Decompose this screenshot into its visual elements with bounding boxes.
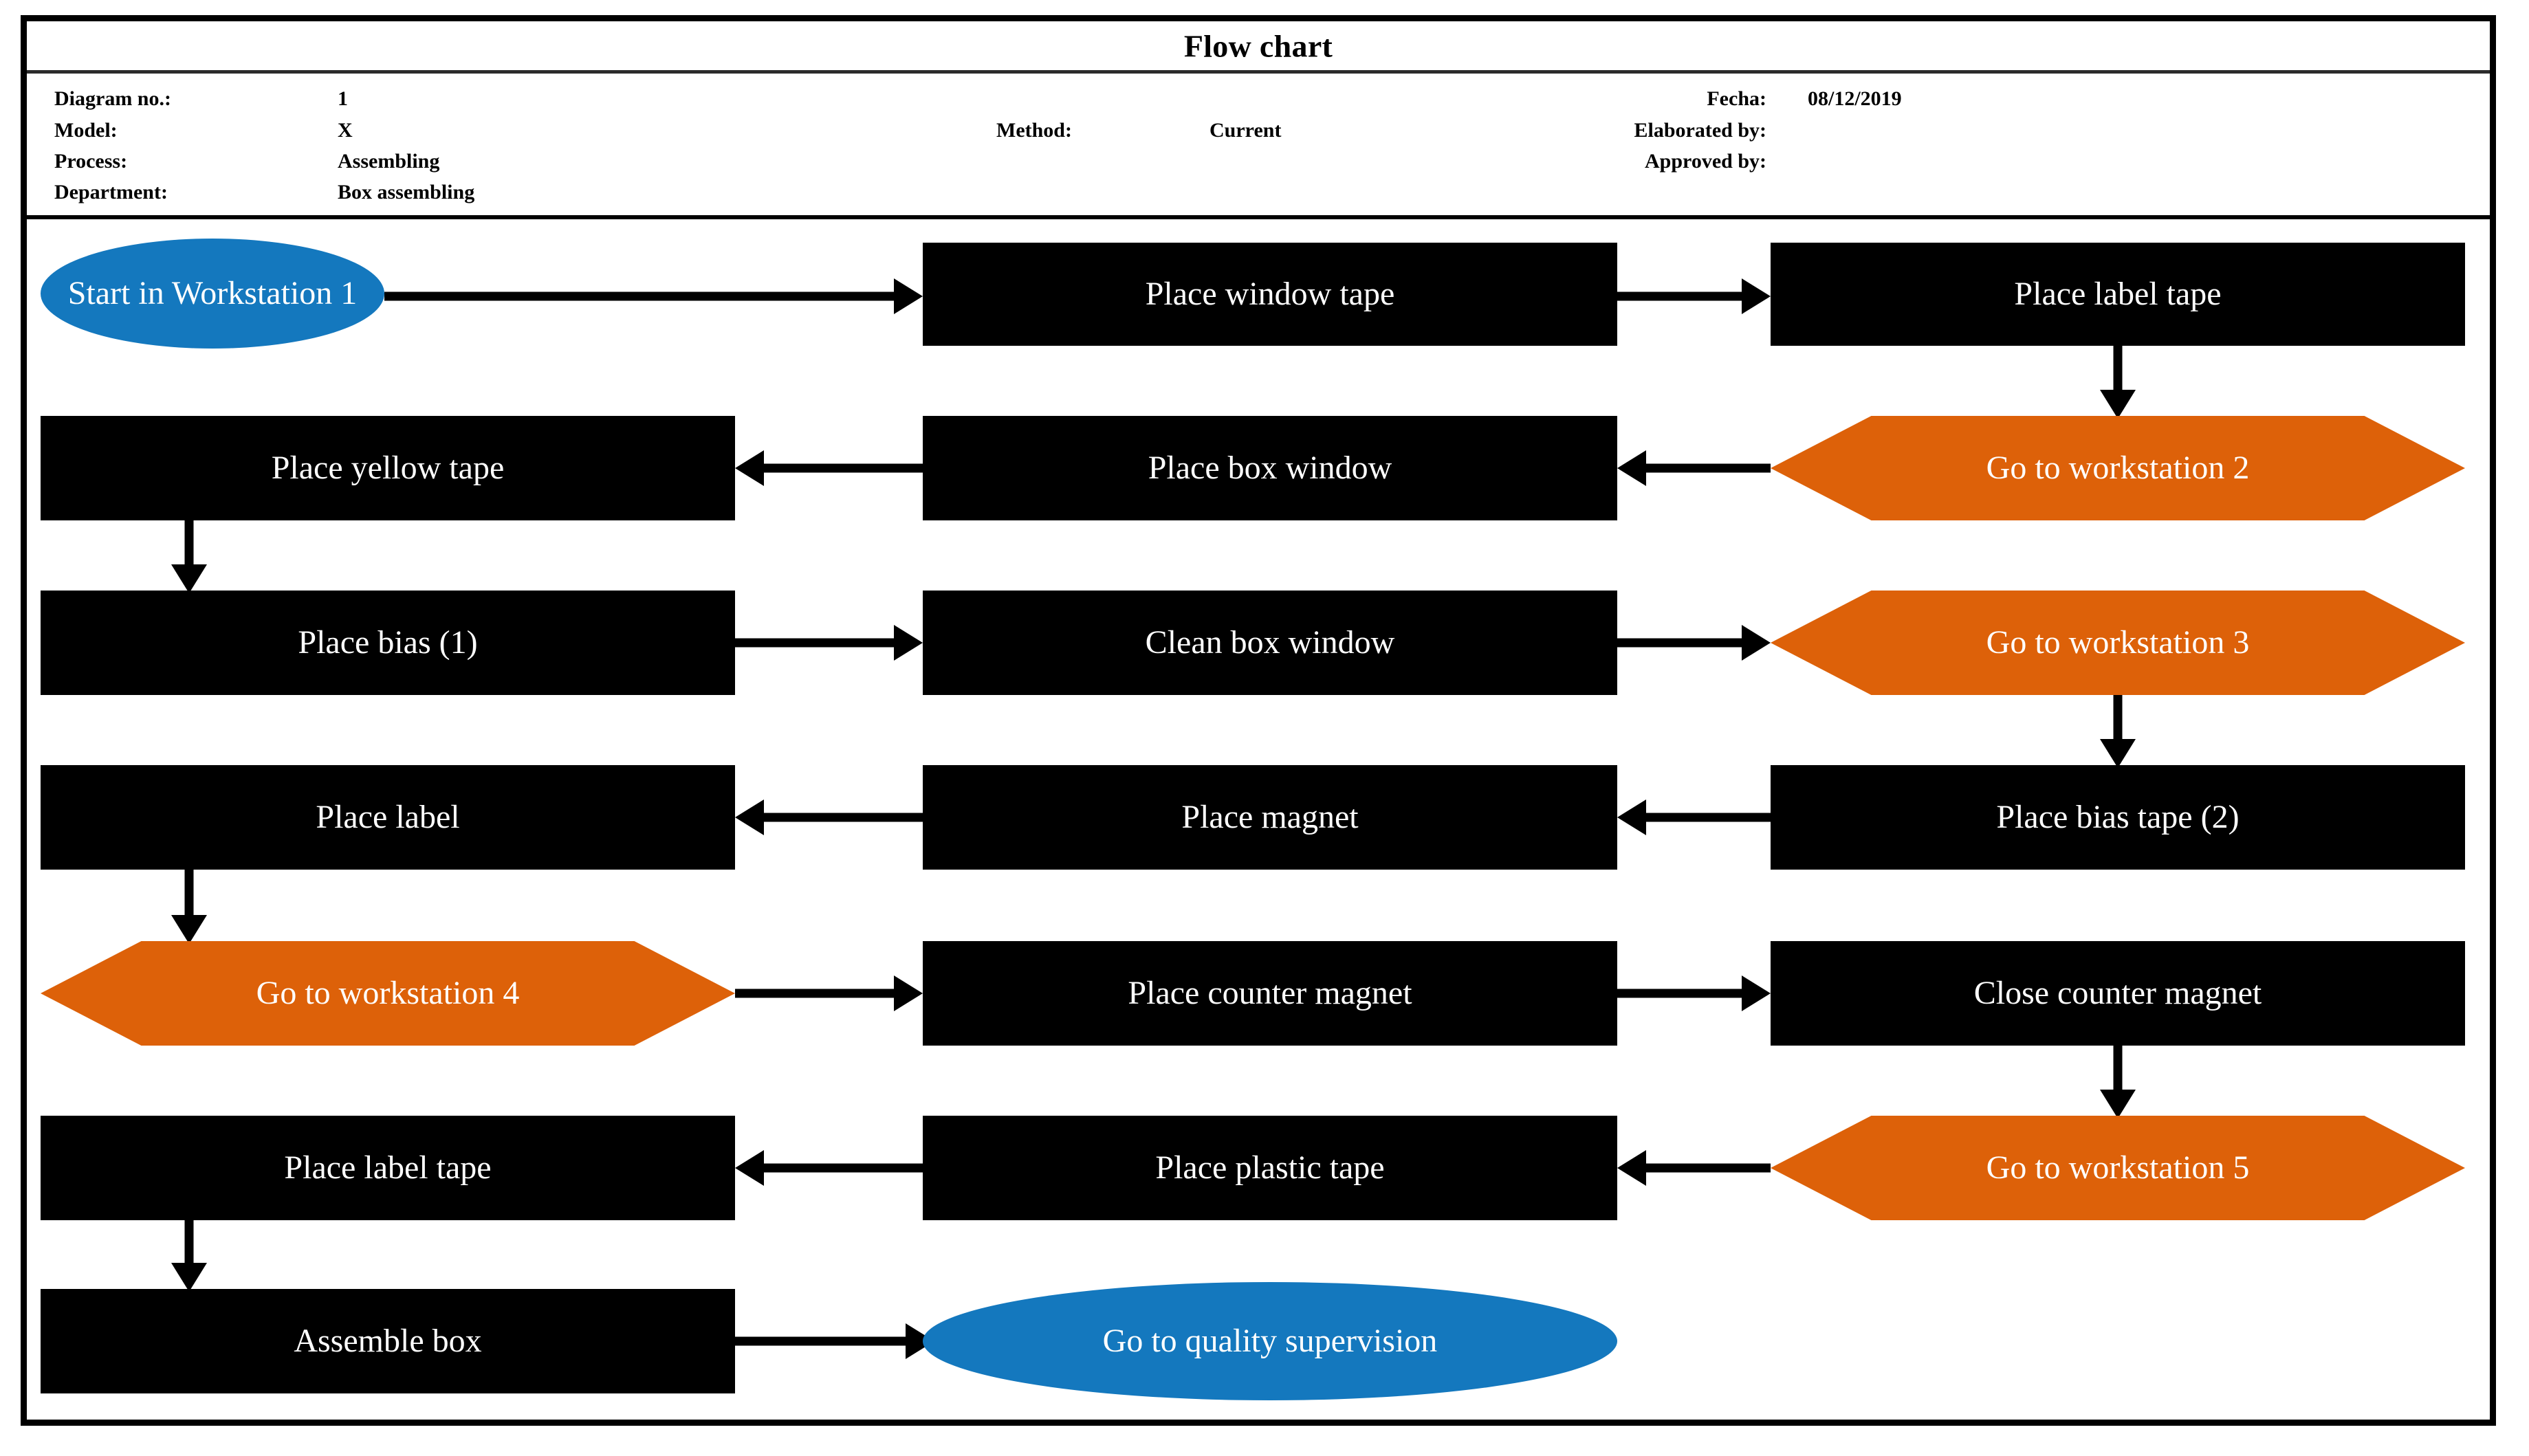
elaborated-by-label: Elaborated by: <box>1634 119 1766 142</box>
flow-node-place-box-window[interactable]: Place box window <box>923 416 1617 520</box>
flow-node-place-bias-tape-2[interactable]: Place bias tape (2) <box>1771 765 2465 870</box>
flow-edge-bias-1-to-clean-box-window <box>735 625 923 661</box>
header-table: Flow chart Diagram no.: 1 Model: X Proce… <box>27 21 2490 219</box>
page-title: Flow chart <box>1183 28 1333 63</box>
title-row: Flow chart <box>27 21 2490 74</box>
flow-node-label: Place bias tape (2) <box>1996 799 2240 836</box>
department-label: Department: <box>54 181 168 203</box>
method-value: Current <box>1209 119 1282 142</box>
fecha-value: 08/12/2019 <box>1808 87 1902 110</box>
flow-node-label: Place window tape <box>1145 276 1395 313</box>
flow-node-label: Go to workstation 4 <box>256 975 520 1012</box>
flow-node-go-to-workstation-2[interactable]: Go to workstation 2 <box>1771 416 2465 520</box>
flow-node-label: Start in Workstation 1 <box>67 275 358 312</box>
flow-node-place-bias-1[interactable]: Place bias (1) <box>41 591 735 695</box>
flow-node-label: Go to workstation 5 <box>1986 1149 2250 1187</box>
flow-node-label: Go to workstation 2 <box>1986 450 2250 487</box>
flow-edge-label-tape-to-workstation-2 <box>2100 346 2136 419</box>
flow-edge-counter-magnet-to-close-counter-magnet <box>1617 975 1771 1011</box>
diagram-no-value: 1 <box>338 87 348 110</box>
flow-node-label: Place magnet <box>1181 799 1359 836</box>
model-label: Model: <box>54 119 118 142</box>
flow-node-go-to-quality-supervision[interactable]: Go to quality supervision <box>923 1282 1617 1400</box>
flow-chart-canvas: Start in Workstation 1 Place window tape… <box>27 223 2490 1420</box>
flow-node-place-counter-magnet[interactable]: Place counter magnet <box>923 941 1617 1046</box>
flow-node-go-to-workstation-3[interactable]: Go to workstation 3 <box>1771 591 2465 695</box>
flow-node-go-to-workstation-5[interactable]: Go to workstation 5 <box>1771 1116 2465 1220</box>
flow-node-label: Place counter magnet <box>1128 975 1412 1012</box>
fecha-label: Fecha: <box>1707 87 1766 110</box>
flow-edge-close-counter-magnet-to-workstation-5 <box>2100 1046 2136 1118</box>
flow-node-label: Place plastic tape <box>1155 1149 1385 1187</box>
flow-edge-yellow-tape-to-bias-1 <box>171 520 207 593</box>
flow-node-label: Go to quality supervision <box>1102 1323 1438 1360</box>
approved-by-label: Approved by: <box>1645 150 1766 173</box>
flow-node-label: Place label <box>316 799 460 836</box>
flow-edge-place-label-to-workstation-4 <box>171 870 207 944</box>
flow-node-label: Place box window <box>1148 450 1392 487</box>
flow-edge-window-tape-to-label-tape <box>1617 278 1771 314</box>
flow-node-clean-box-window[interactable]: Clean box window <box>923 591 1617 695</box>
flow-node-assemble-box[interactable]: Assemble box <box>41 1289 735 1393</box>
flow-node-place-label[interactable]: Place label <box>41 765 735 870</box>
flow-node-label: Close counter magnet <box>1973 975 2262 1012</box>
flow-node-place-label-tape-2[interactable]: Place label tape <box>41 1116 735 1220</box>
flow-edge-workstation-3-to-bias-tape-2 <box>2100 695 2136 768</box>
flow-edge-workstation-4-to-counter-magnet <box>735 975 923 1011</box>
model-value: X <box>338 119 353 142</box>
flow-node-place-window-tape[interactable]: Place window tape <box>923 243 1617 346</box>
flow-node-label: Go to workstation 3 <box>1986 624 2250 661</box>
flow-edge-workstation-5-to-plastic-tape <box>1617 1150 1771 1186</box>
flow-edge-magnet-to-place-label <box>735 799 923 835</box>
flow-node-label: Place label tape <box>2014 276 2222 313</box>
flow-edge-bias-tape-2-to-magnet <box>1617 799 1771 835</box>
flow-node-label: Assemble box <box>294 1323 482 1360</box>
flow-edge-box-window-to-yellow-tape <box>735 450 923 486</box>
flow-node-place-magnet[interactable]: Place magnet <box>923 765 1617 870</box>
flow-node-place-yellow-tape[interactable]: Place yellow tape <box>41 416 735 520</box>
flow-node-close-counter-magnet[interactable]: Close counter magnet <box>1771 941 2465 1046</box>
flow-edge-start-to-window-tape <box>384 278 923 314</box>
flow-node-place-plastic-tape[interactable]: Place plastic tape <box>923 1116 1617 1220</box>
flow-chart-document: Flow chart Diagram no.: 1 Model: X Proce… <box>21 15 2496 1426</box>
process-label: Process: <box>54 150 128 173</box>
department-value: Box assembling <box>338 181 475 203</box>
flow-node-label: Place bias (1) <box>298 624 478 661</box>
flow-node-start-workstation-1[interactable]: Start in Workstation 1 <box>41 239 384 349</box>
meta-row: Diagram no.: 1 Model: X Process: Assembl… <box>27 74 2490 219</box>
flow-edge-assemble-box-to-quality-supervision <box>735 1323 934 1359</box>
flow-edge-plastic-tape-to-label-tape <box>735 1150 923 1186</box>
process-value: Assembling <box>338 150 440 173</box>
flow-node-label: Place label tape <box>284 1149 492 1187</box>
flow-edge-clean-box-window-to-workstation-3 <box>1617 625 1771 661</box>
flow-node-place-label-tape[interactable]: Place label tape <box>1771 243 2465 346</box>
method-label: Method: <box>996 119 1072 142</box>
flow-edge-workstation-2-to-box-window <box>1617 450 1771 486</box>
flow-edge-label-tape-to-assemble-box <box>171 1220 207 1292</box>
diagram-no-label: Diagram no.: <box>54 87 171 110</box>
flow-node-go-to-workstation-4[interactable]: Go to workstation 4 <box>41 941 735 1046</box>
flow-node-label: Clean box window <box>1145 624 1395 661</box>
flow-node-label: Place yellow tape <box>271 450 505 487</box>
